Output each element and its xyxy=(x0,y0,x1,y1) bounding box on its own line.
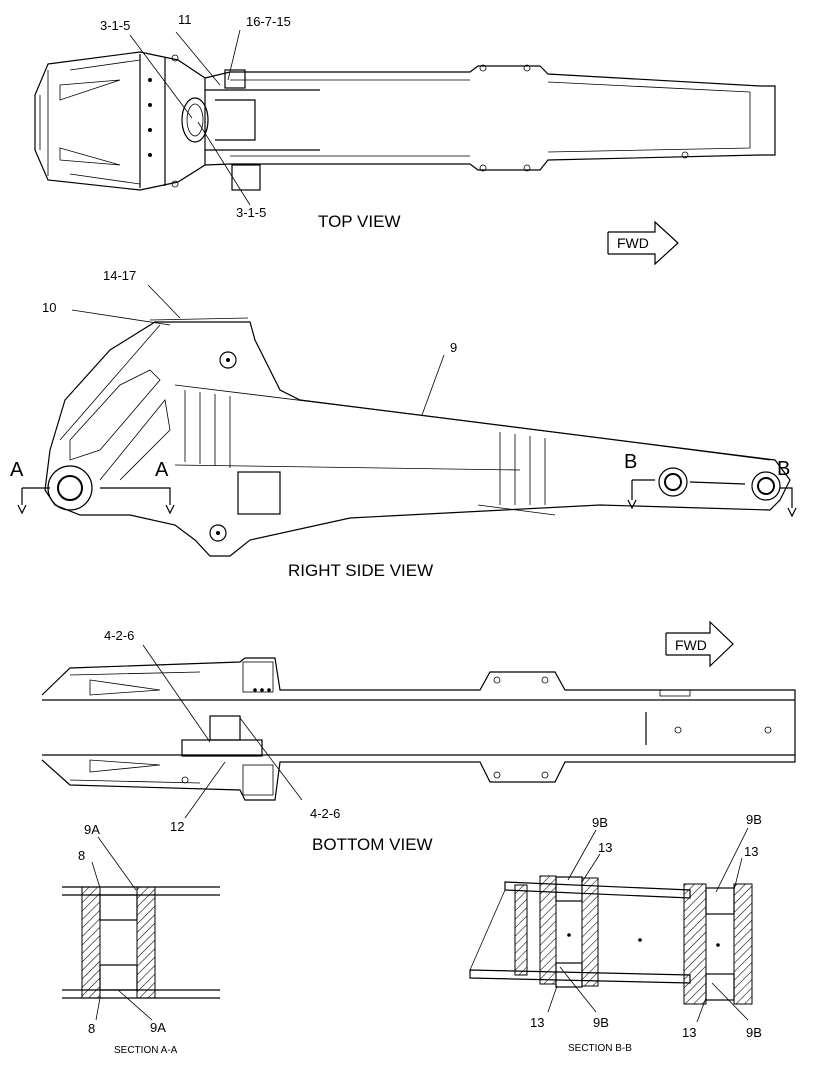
callout-sb-13-1: 13 xyxy=(598,840,612,855)
callout-top-16-7-15: 16-7-15 xyxy=(246,14,291,29)
callout-sa-9a-upper: 9A xyxy=(84,822,100,837)
callout-sb-9b-1: 9B xyxy=(592,815,608,830)
section-mark-b-right: B xyxy=(777,458,790,480)
callout-bottom-4-2-6-lower: 4-2-6 xyxy=(310,806,340,821)
section-a-drawing xyxy=(62,836,220,1021)
fwd-arrow-icon xyxy=(607,220,679,266)
bottom-view-title: BOTTOM VIEW xyxy=(312,835,433,854)
top-view-title: TOP VIEW xyxy=(318,212,401,231)
callout-sb-9b-3: 9B xyxy=(593,1015,609,1030)
callout-top-3-1-5-upper: 3-1-5 xyxy=(100,18,130,33)
top-view-drawing xyxy=(34,29,776,206)
bottom-view-drawing xyxy=(41,644,796,819)
fwd-label-top: FWD xyxy=(617,235,649,251)
fwd-label-bottom: FWD xyxy=(675,637,707,653)
callout-sa-9a-lower: 9A xyxy=(150,1020,166,1035)
callout-sa-8-upper: 8 xyxy=(78,848,85,863)
callout-bottom-12: 12 xyxy=(170,819,184,834)
callout-sa-8-lower: 8 xyxy=(88,1021,95,1036)
section-mark-a-left: A xyxy=(10,459,24,481)
section-b-drawing xyxy=(469,827,753,1023)
right-side-view-title: RIGHT SIDE VIEW xyxy=(288,561,433,580)
callout-sb-13-4: 13 xyxy=(682,1025,696,1040)
section-mark-b-left: B xyxy=(624,451,637,473)
callout-bottom-4-2-6-upper: 4-2-6 xyxy=(104,628,134,643)
callout-side-14-17: 14-17 xyxy=(103,268,136,283)
callout-sb-13-2: 13 xyxy=(744,844,758,859)
callout-sb-9b-4: 9B xyxy=(746,1025,762,1040)
callout-sb-9b-2: 9B xyxy=(746,812,762,827)
section-mark-a-right: A xyxy=(155,459,169,481)
callout-side-10: 10 xyxy=(42,300,56,315)
right-side-view-drawing xyxy=(17,284,797,557)
fwd-arrow-bottom-icon xyxy=(665,620,734,668)
section-b-title: SECTION B-B xyxy=(568,1043,632,1054)
callout-sb-13-3: 13 xyxy=(530,1015,544,1030)
callout-top-11: 11 xyxy=(178,12,192,27)
section-a-title: SECTION A-A xyxy=(114,1045,178,1056)
callout-side-9: 9 xyxy=(450,340,457,355)
callout-top-3-1-5-lower: 3-1-5 xyxy=(236,205,266,220)
